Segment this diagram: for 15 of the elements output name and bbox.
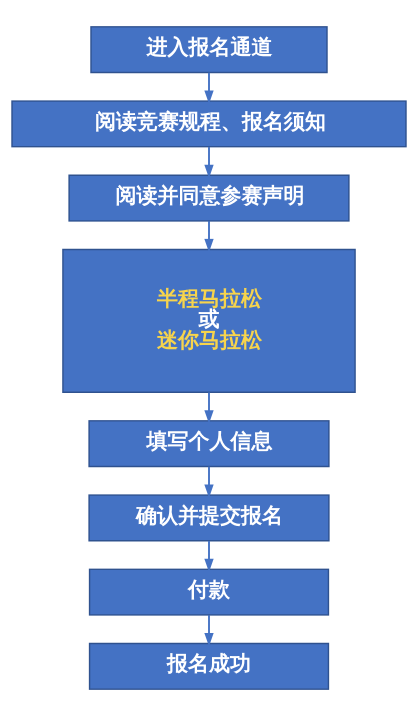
node-box: 报名成功 <box>88 642 330 690</box>
arrow <box>204 540 214 572</box>
node-box: 确认并提交报名 <box>88 494 330 542</box>
node-box: 进入报名通道 <box>90 26 328 74</box>
arrow <box>204 72 214 104</box>
node-box: 半程马拉松 或 迷你马拉松 <box>62 248 356 393</box>
arrow <box>204 221 214 252</box>
node-box: 阅读并同意参赛声明 <box>68 174 350 222</box>
arrow <box>204 146 214 178</box>
node-box: 阅读竞赛规程、报名须知 <box>11 100 407 148</box>
arrow <box>204 466 214 498</box>
node-box: 填写个人信息 <box>88 420 330 468</box>
arrow <box>204 615 214 646</box>
node-box: 付款 <box>88 568 330 616</box>
arrow <box>204 392 214 424</box>
